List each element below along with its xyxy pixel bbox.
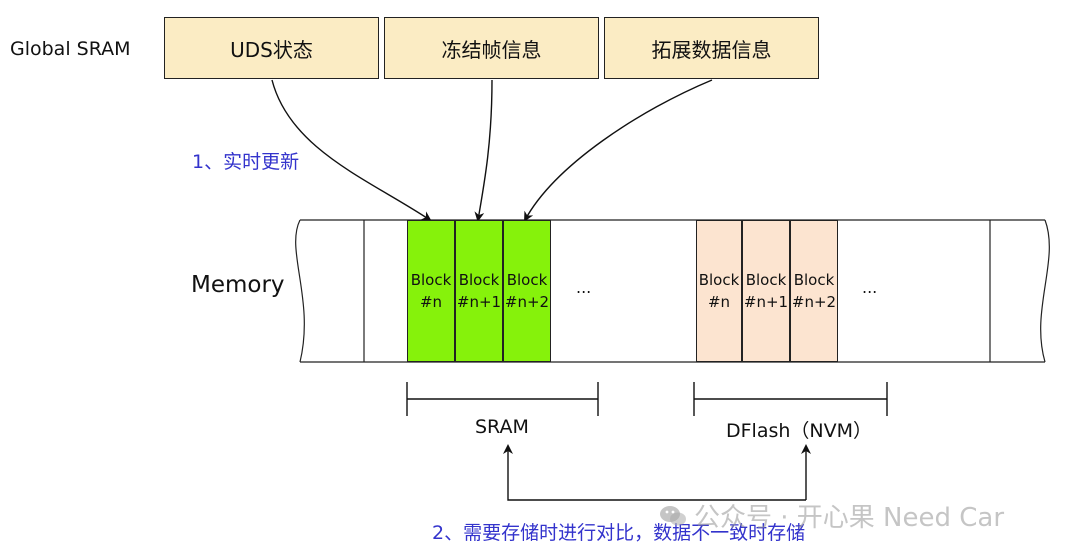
watermark-text: 公众号 · 开心果 Need Car [694, 503, 1005, 533]
freeze-frame-label: 冻结帧信息 [441, 37, 542, 62]
arrow-uds-to-block-n [271, 79, 432, 222]
uds-status-box: UDS状态 [164, 17, 379, 79]
block-index: #n+1 [743, 293, 789, 311]
sram-bracket [406, 382, 599, 416]
nvm-block-n: Block #n [696, 220, 742, 362]
realtime-update-note: 1、实时更新 [192, 151, 300, 173]
arrow-freeze-to-block-n1 [474, 79, 493, 222]
block-index: #n+2 [504, 293, 550, 311]
nvm-block-n1: Block #n+1 [742, 220, 790, 362]
compare-arrow [503, 444, 806, 501]
sram-region-label: SRAM [475, 416, 529, 438]
compare-store-note: 2、需要存储时进行对比，数据不一致时存储 [432, 522, 806, 544]
block-label: Block [506, 271, 548, 289]
block-index: #n+2 [791, 293, 837, 311]
sram-block-n2: Block #n+2 [503, 220, 551, 362]
block-label: Block [745, 271, 787, 289]
block-label: Block [793, 271, 835, 289]
wechat-icon [660, 505, 686, 525]
sram-block-n1: Block #n+1 [455, 220, 503, 362]
global-sram-label: Global SRAM [10, 38, 131, 60]
block-label: Block [410, 271, 452, 289]
block-index: #n [419, 293, 443, 311]
watermark: 公众号 · 开心果 Need Car [658, 497, 1004, 534]
nvm-block-n2: Block #n+2 [790, 220, 838, 362]
block-label: Block [698, 271, 740, 289]
block-index: #n [707, 293, 731, 311]
extended-data-box: 拓展数据信息 [604, 17, 819, 79]
sram-block-n: Block #n [407, 220, 455, 362]
nvm-ellipsis: ... [862, 278, 878, 297]
dflash-region-label: DFlash（NVM） [726, 420, 873, 442]
uds-status-label: UDS状态 [230, 37, 313, 62]
block-index: #n+1 [456, 293, 502, 311]
freeze-frame-box: 冻结帧信息 [384, 17, 599, 79]
memory-label: Memory [191, 272, 285, 298]
extended-data-label: 拓展数据信息 [651, 37, 772, 62]
arrow-extended-to-block-n2 [524, 79, 713, 222]
dflash-bracket [693, 382, 888, 416]
sram-ellipsis: ... [576, 278, 592, 297]
block-label: Block [458, 271, 500, 289]
